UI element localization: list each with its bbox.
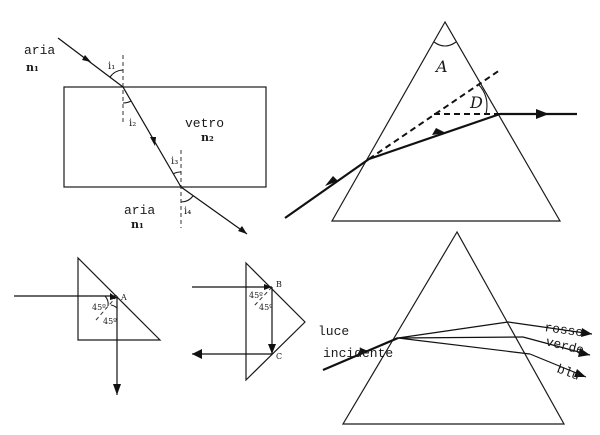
label-i4: i₄ [184, 206, 191, 217]
emergent-red [507, 321, 593, 335]
arc-i2 [122, 100, 132, 104]
arrow-white-light [356, 348, 368, 357]
emergent-green [522, 336, 591, 356]
label-45-bottom-p1: 45º [103, 317, 117, 326]
label-air-bottom: aria [124, 203, 155, 218]
label-incidente: incidente [323, 346, 393, 361]
normal-prism2 [253, 286, 273, 307]
prism-1-triangle [77, 256, 162, 341]
arc-i4 [180, 195, 194, 203]
dispersion-prism-diagram: luce incidente rosso verde blu [318, 230, 593, 425]
arc-apex-A [433, 41, 457, 47]
arrow-refracted [150, 137, 156, 146]
reflection-prism-1-diagram: 45º 45º A [14, 256, 162, 395]
arc-45-top [104, 295, 109, 307]
internal-red [397, 321, 509, 339]
label-blu: blu [555, 362, 582, 384]
internal-green [397, 336, 524, 339]
label-n1-top: n₁ [26, 61, 39, 74]
arrow-in-prism-2 [432, 128, 446, 135]
arrow-in-prism-1 [325, 176, 338, 186]
deviation-prism-diagram: A D [284, 20, 577, 222]
prism-triangle [330, 20, 562, 222]
arrow-blue [574, 369, 586, 377]
emergent-ray [180, 186, 248, 235]
arc-i3 [172, 171, 182, 175]
label-i3: i₃ [171, 156, 178, 167]
incident-ray-prism [284, 158, 370, 219]
internal-ray-prism [368, 112, 501, 161]
label-D: D [469, 93, 483, 112]
prism-2-triangle [245, 261, 306, 382]
arrow-incident [82, 55, 91, 62]
label-air-top: aria [24, 43, 55, 58]
incident-ray [57, 37, 124, 88]
label-rosso: rosso [543, 320, 584, 340]
label-point-C: C [276, 352, 282, 361]
label-45-bottom-p2: 45º [259, 303, 273, 312]
refraction-slab-diagram: aria n₁ vetro n₂ aria n₁ i₁ i₂ i₃ i₄ [24, 37, 267, 235]
label-45-top-p1: 45º [92, 303, 106, 312]
arc-i1 [109, 69, 124, 78]
label-glass: vetro [185, 116, 224, 131]
label-n1-bottom: n₁ [131, 218, 144, 231]
arrow-emergent [238, 226, 247, 234]
label-n2: n₂ [201, 131, 214, 144]
arrow-prism2-c [192, 349, 202, 359]
arrow-green [578, 348, 590, 357]
label-point-B: B [276, 280, 282, 289]
glass-slab [63, 86, 267, 188]
arrow-prism1-a [110, 293, 117, 300]
arc-deviation-D [477, 83, 488, 115]
label-A: A [434, 57, 448, 76]
arrow-red [581, 328, 592, 337]
internal-blue [397, 337, 531, 355]
label-point-A: A [120, 293, 127, 302]
arrow-prism1-b [113, 384, 121, 395]
label-i2: i₂ [129, 118, 136, 129]
dispersion-prism-triangle [341, 230, 566, 425]
arrow-prism2-b [268, 344, 276, 354]
arrow-in-prism-3 [536, 109, 549, 119]
arc-45-bottom [110, 304, 118, 309]
label-luce: luce [318, 324, 349, 339]
label-45-top-p2: 45º [249, 291, 263, 300]
normal-prism1 [95, 295, 118, 321]
label-i1: i₁ [108, 61, 115, 72]
arrow-prism2-a [264, 284, 272, 290]
reflection-prism-2-diagram: 45º 45º B C [192, 261, 306, 382]
